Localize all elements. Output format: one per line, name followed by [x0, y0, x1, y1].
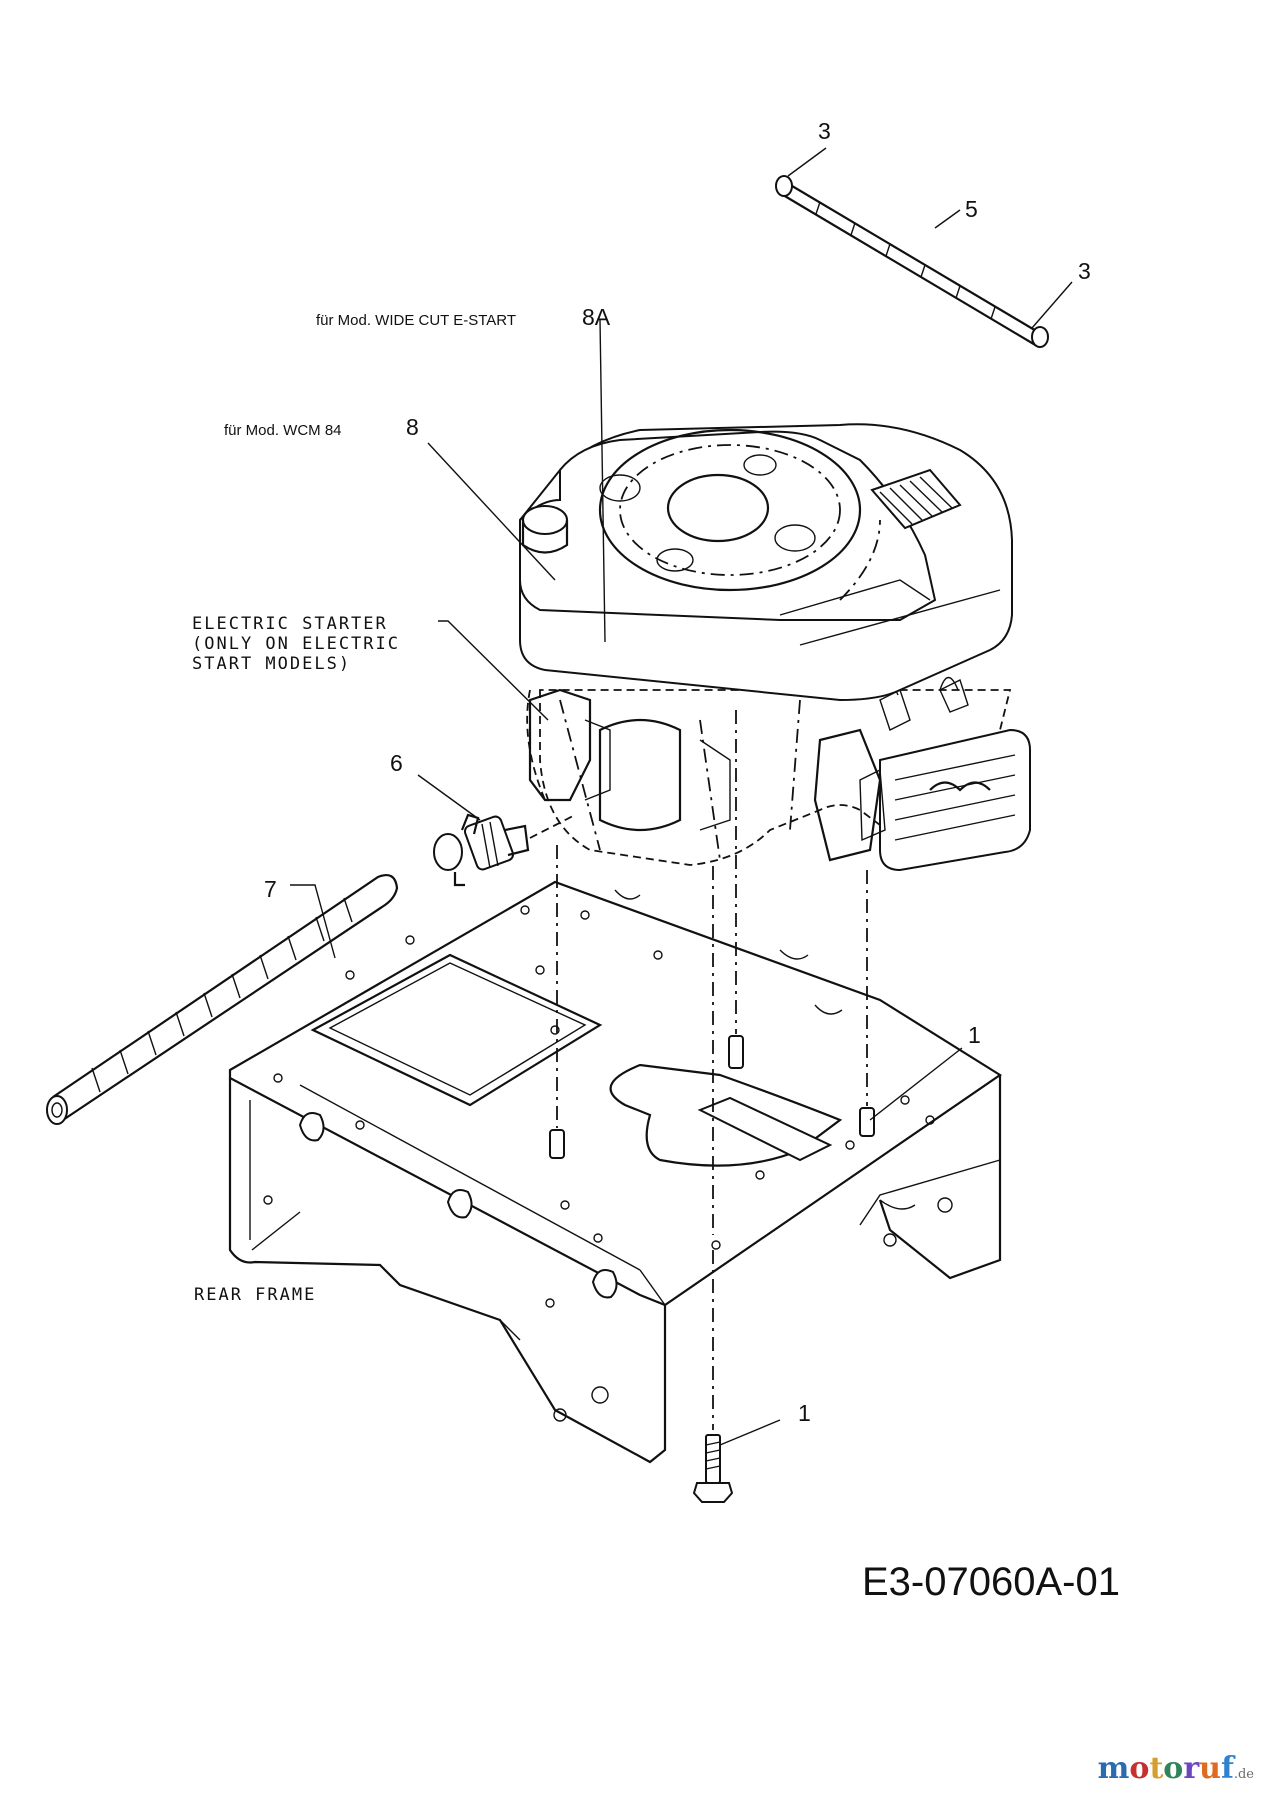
note-electric-starter: ELECTRIC STARTER (ONLY ON ELECTRIC START…: [192, 614, 400, 674]
callout-3-top: 3: [818, 118, 831, 144]
rear-frame: [228, 880, 1003, 1464]
callout-3-right: 3: [1078, 258, 1091, 284]
fuel-line-icon: [777, 179, 1044, 347]
callout-7: 7: [264, 876, 277, 902]
fuel-filter-icon: [433, 813, 530, 887]
note-wide-cut: für Mod. WIDE CUT E-START: [316, 312, 517, 329]
brand-letter: u: [1199, 1751, 1221, 1786]
note-rear-frame: REAR FRAME: [194, 1285, 317, 1305]
starter-line-3: START MODELS): [192, 654, 352, 674]
callout-8a: 8A: [582, 304, 611, 330]
stud-icon: [549, 1035, 875, 1159]
callout-5: 5: [965, 196, 978, 222]
brand-letter: r: [1183, 1751, 1200, 1786]
engine-icon: [519, 423, 1031, 872]
callout-6: 6: [390, 750, 403, 776]
brand-letter: t: [1149, 1751, 1164, 1786]
callout-1-right: 1: [968, 1022, 981, 1048]
bolt-icon: [692, 1434, 734, 1503]
brand-letter: f: [1220, 1751, 1234, 1786]
hose-clamp-icon: [775, 175, 1049, 348]
brand-name: motoruf: [1098, 1751, 1234, 1786]
starter-line-1: ELECTRIC STARTER: [192, 614, 388, 634]
brand-letter: o: [1129, 1751, 1150, 1786]
brand-letter: o: [1163, 1751, 1184, 1786]
callout-8: 8: [406, 414, 419, 440]
note-wcm: für Mod. WCM 84: [224, 422, 342, 439]
callout-1-bottom: 1: [798, 1400, 811, 1426]
brand-logo[interactable]: motoruf.de: [1098, 1751, 1254, 1786]
brand-tld: .de: [1233, 1767, 1254, 1782]
drawing-code: E3-07060A-01: [862, 1560, 1120, 1604]
starter-line-2: (ONLY ON ELECTRIC: [192, 634, 400, 654]
brand-letter: m: [1097, 1751, 1130, 1786]
fuel-line-icon: [46, 873, 399, 1125]
